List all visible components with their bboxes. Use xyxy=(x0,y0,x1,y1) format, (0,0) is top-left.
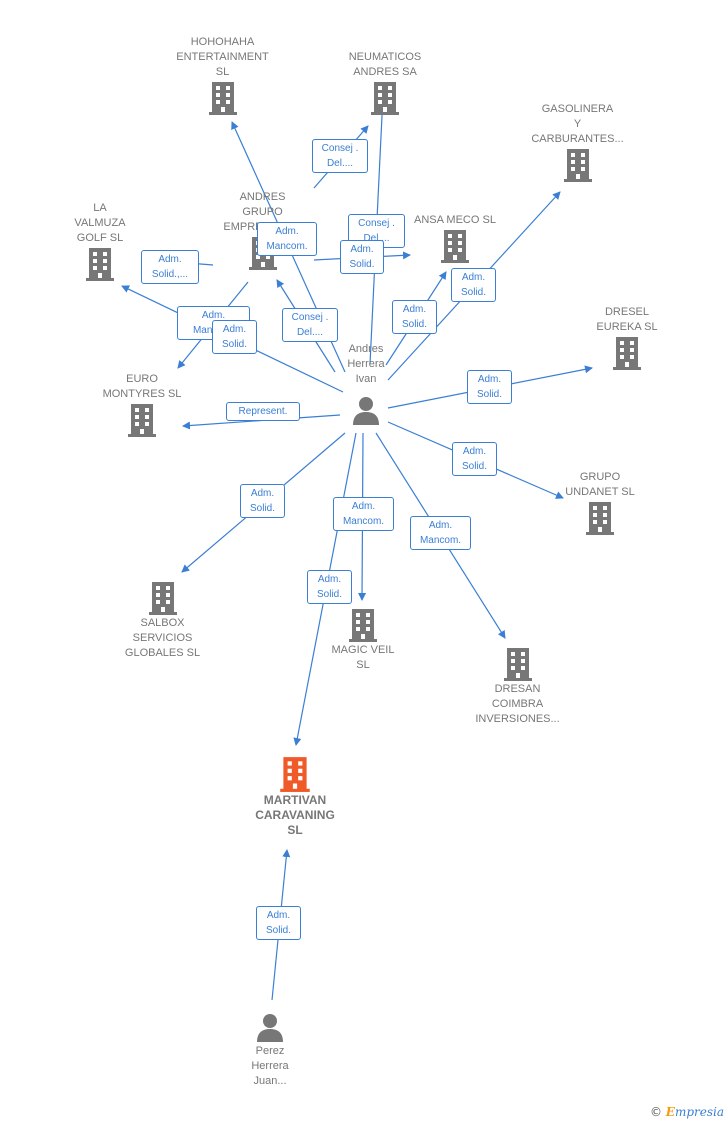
copyright-brand: © Empresia xyxy=(650,1105,724,1119)
edge-label[interactable]: Adm. Solid. xyxy=(307,570,352,604)
node-dresan[interactable]: DRESAN COIMBRA INVERSIONES... xyxy=(465,646,570,727)
edge-label[interactable]: Represent. xyxy=(226,402,300,421)
building-icon xyxy=(128,404,156,437)
node-hohohaha[interactable]: HOHOHAHA ENTERTAINMENT SL xyxy=(165,35,280,116)
node-label: ANSA MECO SL xyxy=(414,214,496,226)
node-label: GASOLINERA Y CARBURANTES... xyxy=(531,103,624,145)
edge-label[interactable]: Adm. Mancom. xyxy=(257,222,317,256)
node-martivan[interactable]: MARTIVAN CARAVANING SL xyxy=(240,755,350,838)
node-label: Andres Herrera Ivan xyxy=(347,343,385,385)
building-icon xyxy=(371,82,399,115)
edge-label[interactable]: Adm. Solid. xyxy=(451,268,496,302)
node-label: DRESEL EUREKA SL xyxy=(596,306,658,333)
building-icon xyxy=(148,582,177,615)
person-icon xyxy=(353,397,379,425)
copyright-icon: © xyxy=(649,1105,662,1119)
node-gasolinera[interactable]: GASOLINERA Y CARBURANTES... xyxy=(520,102,635,183)
brand-name: mpresia xyxy=(674,1105,724,1119)
node-label: Perez Herrera Juan... xyxy=(251,1045,289,1087)
edge-label[interactable]: Adm. Solid. xyxy=(467,370,512,404)
node-label: GRUPO UNDANET SL xyxy=(565,471,635,498)
building-icon xyxy=(349,609,377,642)
node-valmuza[interactable]: LA VALMUZA GOLF SL xyxy=(55,201,145,282)
node-label: SALBOX SERVICIOS GLOBALES SL xyxy=(124,617,201,659)
person-icon xyxy=(257,1014,283,1042)
edge-label[interactable]: Adm. Solid. xyxy=(212,320,257,354)
building-icon xyxy=(86,248,114,281)
edge-label[interactable]: Consej . Del.... xyxy=(312,139,368,173)
node-label: NEUMATICOS ANDRES SA xyxy=(348,51,422,78)
node-neumaticos[interactable]: NEUMATICOS ANDRES SA xyxy=(330,50,440,116)
node-label: LA VALMUZA GOLF SL xyxy=(74,202,126,244)
edge-label[interactable]: Adm. Solid. xyxy=(340,240,384,274)
edge-label[interactable]: Consej . Del.... xyxy=(282,308,338,342)
node-salbox[interactable]: SALBOX SERVICIOS GLOBALES SL xyxy=(110,580,215,661)
building-icon xyxy=(503,648,532,681)
building-icon xyxy=(208,82,237,115)
edge-label[interactable]: Adm. Mancom. xyxy=(333,497,394,531)
edge-label[interactable]: Adm. Mancom. xyxy=(410,516,471,550)
edge-label[interactable]: Adm. Solid. xyxy=(240,484,285,518)
building-icon xyxy=(586,502,614,535)
node-magic-veil[interactable]: MAGIC VEIL SL xyxy=(318,607,408,673)
edge-label[interactable]: Adm. Solid. xyxy=(452,442,497,476)
node-label: DRESAN COIMBRA INVERSIONES... xyxy=(475,683,560,725)
node-euro-montyres[interactable]: EURO MONTYRES SL xyxy=(92,372,192,438)
building-icon xyxy=(613,337,641,370)
brand-initial: E xyxy=(665,1105,675,1119)
node-perez-herrera[interactable]: Perez Herrera Juan... xyxy=(230,1012,310,1089)
node-label: HOHOHAHA ENTERTAINMENT SL xyxy=(176,36,269,78)
node-dresel[interactable]: DRESEL EUREKA SL xyxy=(577,305,677,371)
building-icon xyxy=(280,757,310,792)
node-label: MARTIVAN CARAVANING SL xyxy=(255,793,335,837)
node-label: EURO MONTYRES SL xyxy=(102,373,182,400)
node-ansa-meco[interactable]: ANSA MECO SL xyxy=(400,213,510,264)
node-grupo-undanet[interactable]: GRUPO UNDANET SL xyxy=(550,470,650,536)
node-label: MAGIC VEIL SL xyxy=(331,644,395,671)
building-icon xyxy=(441,230,469,263)
edge-label[interactable]: Adm. Solid.,... xyxy=(141,250,199,284)
edge-label[interactable]: Adm. Solid. xyxy=(256,906,301,940)
edge-label[interactable]: Adm. Solid. xyxy=(392,300,437,334)
building-icon xyxy=(563,149,592,182)
node-andres-herrera[interactable]: Andres Herrera Ivan xyxy=(326,342,406,427)
